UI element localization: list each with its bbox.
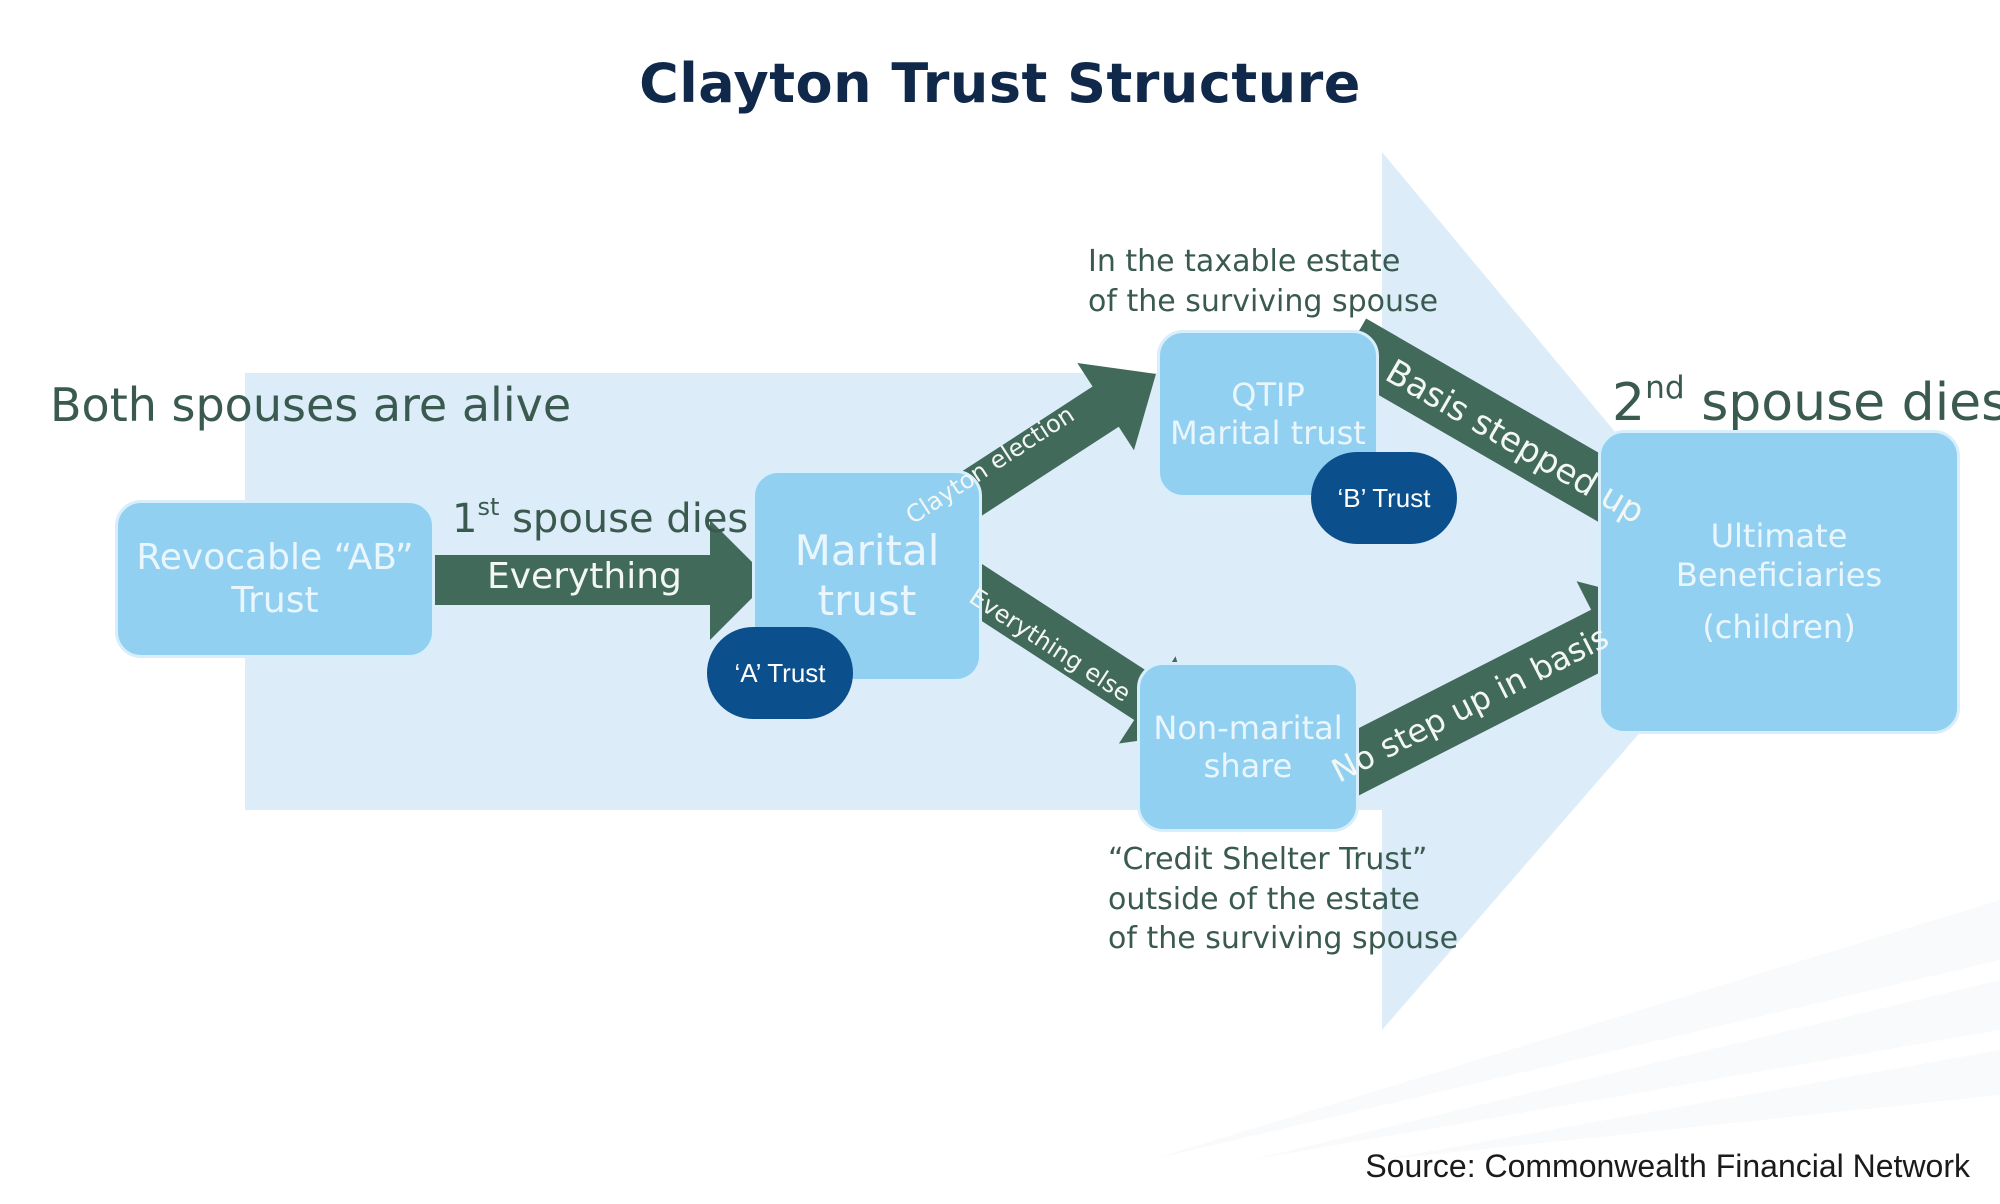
- diagram-title: Clayton Trust Structure: [639, 52, 1361, 115]
- everything-label: Everything: [487, 556, 682, 597]
- credit-shelter-note: “Credit Shelter Trust” outside of the es…: [1108, 840, 1458, 959]
- nonmarital-line1: Non-marital: [1153, 708, 1343, 747]
- ultimate-line2: Beneficiaries: [1675, 555, 1883, 594]
- first-spouse-dies-label: 1st spouse dies: [452, 493, 748, 542]
- a-trust-badge: ‘A’ Trust: [707, 627, 853, 719]
- taxable-estate-note: In the taxable estate of the surviving s…: [1088, 242, 1438, 321]
- credit-line2: outside of the estate: [1108, 881, 1420, 917]
- revocable-line1: Revocable “AB”: [136, 536, 414, 578]
- second-spouse-dies-label: 2nd spouse dies: [1612, 370, 2000, 433]
- everything-arrow: [430, 520, 770, 640]
- non-marital-share-box: Non-marital share: [1137, 662, 1359, 832]
- first-suffix: st: [477, 493, 500, 521]
- ultimate-beneficiaries-box: Ultimate Beneficiaries (children): [1598, 430, 1960, 734]
- qtip-marital-trust-box: QTIP Marital trust: [1157, 330, 1379, 498]
- nonmarital-line2: share: [1203, 747, 1293, 785]
- ultimate-line1: Ultimate: [1710, 517, 1848, 556]
- second-ordinal: 2: [1612, 372, 1646, 433]
- revocable-ab-trust-box: Revocable “AB” Trust: [115, 500, 435, 658]
- qtip-line2: Marital trust: [1170, 414, 1366, 452]
- credit-line3: of the surviving spouse: [1108, 921, 1459, 957]
- no-step-up-arrow: [1305, 581, 1668, 809]
- credit-line1: “Credit Shelter Trust”: [1108, 842, 1428, 877]
- first-ordinal: 1: [452, 495, 478, 542]
- both-spouses-alive-label: Both spouses are alive: [50, 378, 572, 432]
- background-rays: [1150, 900, 2000, 1160]
- b-trust-badge: ‘B’ Trust: [1311, 452, 1457, 544]
- taxable-line2: of the surviving spouse: [1088, 283, 1439, 319]
- marital-line1: Marital: [794, 525, 940, 575]
- source-credit: Source: Commonwealth Financial Network: [1365, 1148, 1970, 1184]
- taxable-line1: In the taxable estate: [1088, 244, 1401, 279]
- second-suffix: nd: [1645, 370, 1685, 406]
- first-rest: spouse dies: [499, 495, 749, 542]
- second-rest: spouse dies: [1684, 372, 2000, 433]
- marital-line2: trust: [817, 576, 917, 625]
- ultimate-line3: (children): [1702, 608, 1856, 647]
- qtip-line1: QTIP: [1231, 375, 1305, 414]
- everything-else-arrow: [916, 538, 1198, 744]
- revocable-line2: Trust: [231, 580, 319, 621]
